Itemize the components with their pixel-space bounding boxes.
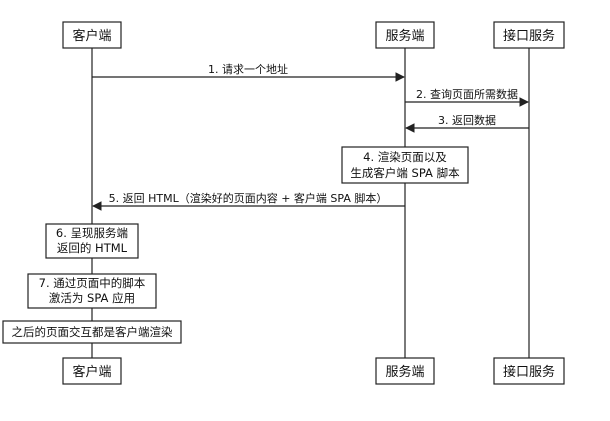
message-5-label: 5. 返回 HTML（渲染好的页面内容 + 客户端 SPA 脚本） [109, 191, 388, 205]
note-7: 7. 通过页面中的脚本 激活为 SPA 应用 [27, 273, 157, 309]
client-header-top-label: 客户端 [72, 28, 111, 44]
server-header-top: 服务端 [375, 21, 435, 49]
message-2-label: 2. 查询页面所需数据 [416, 87, 518, 101]
api-header-bottom: 接口服务 [493, 357, 565, 385]
note-4: 4. 渲染页面以及 生成客户端 SPA 脚本 [341, 146, 469, 184]
note-8: 之后的页面交互都是客户端渲染 [2, 320, 182, 344]
message-3-label: 3. 返回数据 [438, 113, 496, 127]
note-4-line-1: 4. 渲染页面以及 [363, 150, 447, 164]
message-3: 3. 返回数据 [405, 113, 529, 133]
api-header-top: 接口服务 [493, 21, 565, 49]
message-1: 1. 请求一个地址 [92, 62, 405, 82]
message-5: 5. 返回 HTML（渲染好的页面内容 + 客户端 SPA 脚本） [92, 191, 405, 211]
client-header-bottom: 客户端 [62, 357, 122, 385]
note-6-line-2: 返回的 HTML [57, 241, 128, 255]
note-7-line-1: 7. 通过页面中的脚本 [39, 276, 146, 290]
server-header-bottom-label: 服务端 [385, 364, 424, 380]
message-2: 2. 查询页面所需数据 [405, 87, 529, 107]
client-header-bottom-label: 客户端 [72, 364, 111, 380]
note-8-line-1: 之后的页面交互都是客户端渲染 [12, 325, 173, 339]
api-header-bottom-label: 接口服务 [503, 364, 555, 380]
client-header-top: 客户端 [62, 21, 122, 49]
api-header-top-label: 接口服务 [503, 28, 555, 44]
server-header-top-label: 服务端 [385, 28, 424, 44]
note-4-line-2: 生成客户端 SPA 脚本 [350, 166, 460, 180]
message-1-label: 1. 请求一个地址 [208, 62, 288, 76]
server-header-bottom: 服务端 [375, 357, 435, 385]
note-7-line-2: 激活为 SPA 应用 [49, 291, 135, 305]
note-6: 6. 呈现服务端 返回的 HTML [45, 223, 139, 259]
note-6-line-1: 6. 呈现服务端 [56, 226, 128, 240]
